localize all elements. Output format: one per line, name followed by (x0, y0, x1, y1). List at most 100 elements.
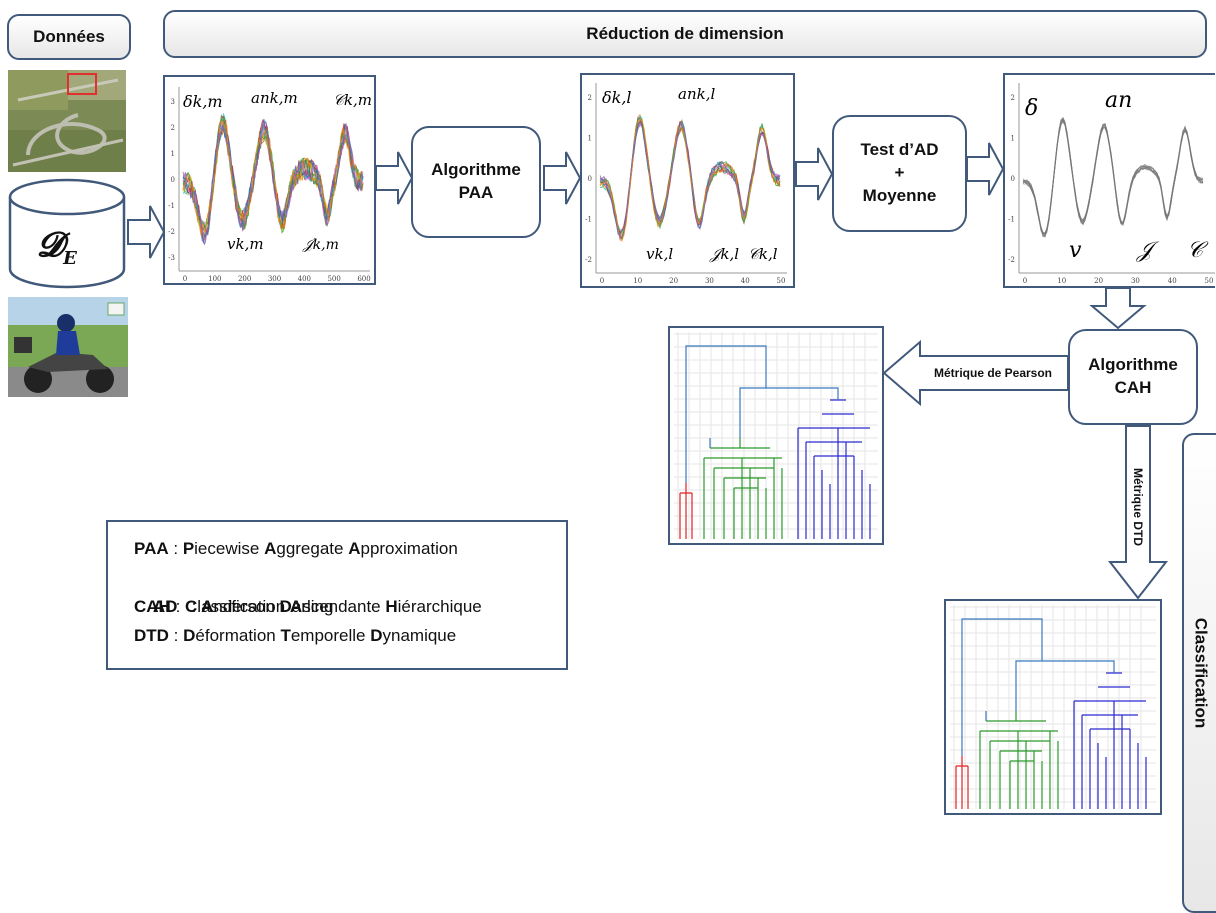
arrow-plot2-to-test (795, 147, 834, 201)
legend-line-dtd: DTD : Déformation Temporelle Dynamique (134, 626, 457, 645)
classification-label: Classification (1191, 617, 1211, 729)
aerial-map-image (8, 70, 126, 172)
plot2-curves (599, 113, 781, 242)
plot2-label-v: vk,l (646, 245, 673, 263)
plot2-label-j: 𝒥k,l (709, 245, 739, 263)
cah-step: Algorithme CAH (1068, 329, 1198, 425)
plot3-label-j: 𝒥 (1136, 238, 1160, 263)
x-tick: 50 (1205, 277, 1214, 285)
x-tick: 50 (777, 277, 786, 285)
legend-line-ad: AD : Anderson Darling (152, 597, 334, 616)
x-tick: 600 (357, 275, 370, 283)
plot1-label-an: ank,m (251, 89, 298, 107)
y-tick: 2 (1011, 94, 1015, 102)
x-tick: 0 (183, 275, 187, 283)
test-line1: Test d’AD (860, 140, 939, 160)
plot2-label-an: ank,l (678, 85, 715, 103)
plot1-label-c: 𝒞k,m (333, 91, 372, 109)
plot2-label-delta: δk,l (602, 88, 632, 107)
y-tick: 0 (1011, 175, 1015, 183)
y-tick: 1 (171, 150, 175, 158)
x-tick: 10 (1057, 277, 1066, 285)
y-tick: 3 (171, 98, 175, 106)
plot3-label-c: 𝒞 (1187, 238, 1209, 263)
signal-curve (182, 121, 364, 236)
y-tick: -2 (1008, 256, 1015, 264)
y-tick: -1 (585, 216, 592, 224)
arrow-dtd (1107, 425, 1169, 600)
signal-curve (1022, 119, 1204, 235)
plot1-curves (182, 112, 364, 246)
x-tick: 10 (633, 277, 642, 285)
signal-curve (183, 120, 364, 245)
legend-line-paa: PAA : Piecewise Aggregate Approximation (134, 539, 458, 558)
x-tick: 500 (327, 275, 340, 283)
dendrogram-pearson (668, 326, 884, 545)
dendro-link (798, 399, 870, 457)
plot1-label-v: vk,m (227, 235, 264, 253)
test-step: Test d’AD + Moyenne (832, 115, 967, 232)
plot3-label-delta: δ (1025, 96, 1038, 121)
y-tick: 1 (588, 135, 592, 143)
signal-curve (599, 121, 781, 239)
x-tick: 400 (298, 275, 311, 283)
dendro-link (980, 711, 1058, 762)
x-tick: 200 (238, 275, 251, 283)
plot2-label-c: 𝒞k,l (748, 245, 778, 263)
y-tick: -3 (168, 254, 175, 262)
x-tick: 20 (1094, 277, 1103, 285)
plot3-curves (1022, 116, 1204, 238)
y-tick: -2 (585, 256, 592, 264)
arrow-pearson (882, 339, 1069, 407)
database-label: 𝓓 (37, 225, 64, 265)
donnees-header: Données (7, 14, 131, 60)
dendro-link (956, 756, 968, 767)
y-tick: -1 (1008, 216, 1015, 224)
signal-curve (1022, 119, 1204, 236)
abbreviations-legend: PAA : Piecewise Aggregate Approximation … (106, 520, 568, 670)
legend-line-cah: CAH : Classification Ascendante Hiérarch… (134, 597, 482, 616)
paa-step: Algorithme PAA (411, 126, 541, 238)
y-tick: 0 (171, 176, 175, 184)
dendro-link (1074, 672, 1146, 730)
reduction-header: Réduction de dimension (163, 10, 1207, 58)
y-tick: -2 (168, 228, 175, 236)
paa-line1: Algorithme (431, 160, 521, 180)
dendrogram-dtd (944, 599, 1162, 815)
test-line3: Moyenne (862, 185, 937, 205)
dtd-label: Métrique DTD (1131, 468, 1145, 546)
arrow-plot1-to-paa (375, 151, 414, 205)
y-tick: 0 (588, 175, 592, 183)
paa-line2: PAA (458, 183, 494, 202)
plot1-label-delta: δk,m (183, 92, 223, 111)
arrow-plot3-to-cah (1089, 287, 1147, 330)
x-tick: 300 (268, 275, 281, 283)
plot3-label-an: an (1105, 88, 1132, 113)
x-tick: 40 (1168, 277, 1177, 285)
motorcycle-photo (8, 297, 128, 397)
y-tick: -1 (168, 202, 175, 210)
arrow-data-to-plot1 (127, 205, 166, 259)
dtd-label-wrap: Métrique DTD (1124, 442, 1152, 572)
signal-curve (1022, 118, 1204, 238)
arrow-test-to-plot3 (966, 142, 1005, 196)
y-tick: 2 (588, 94, 592, 102)
x-tick: 20 (669, 277, 678, 285)
plot1-label-j: 𝒥k,m (302, 237, 339, 253)
x-tick: 30 (705, 277, 714, 285)
x-tick: 0 (1023, 277, 1027, 285)
y-tick: 1 (1011, 135, 1015, 143)
cah-line1: Algorithme (1088, 355, 1178, 375)
signal-curve (1022, 117, 1204, 237)
cah-line2: CAH (1114, 378, 1152, 397)
signal-curve (1022, 118, 1204, 238)
pearson-label: Métrique de Pearson (933, 366, 1053, 380)
plot3-label-v: v (1069, 238, 1082, 263)
x-tick: 0 (600, 277, 604, 285)
dendro-link (704, 438, 782, 489)
classification-header: Classification (1182, 433, 1216, 913)
dendro-link (961, 618, 1115, 756)
